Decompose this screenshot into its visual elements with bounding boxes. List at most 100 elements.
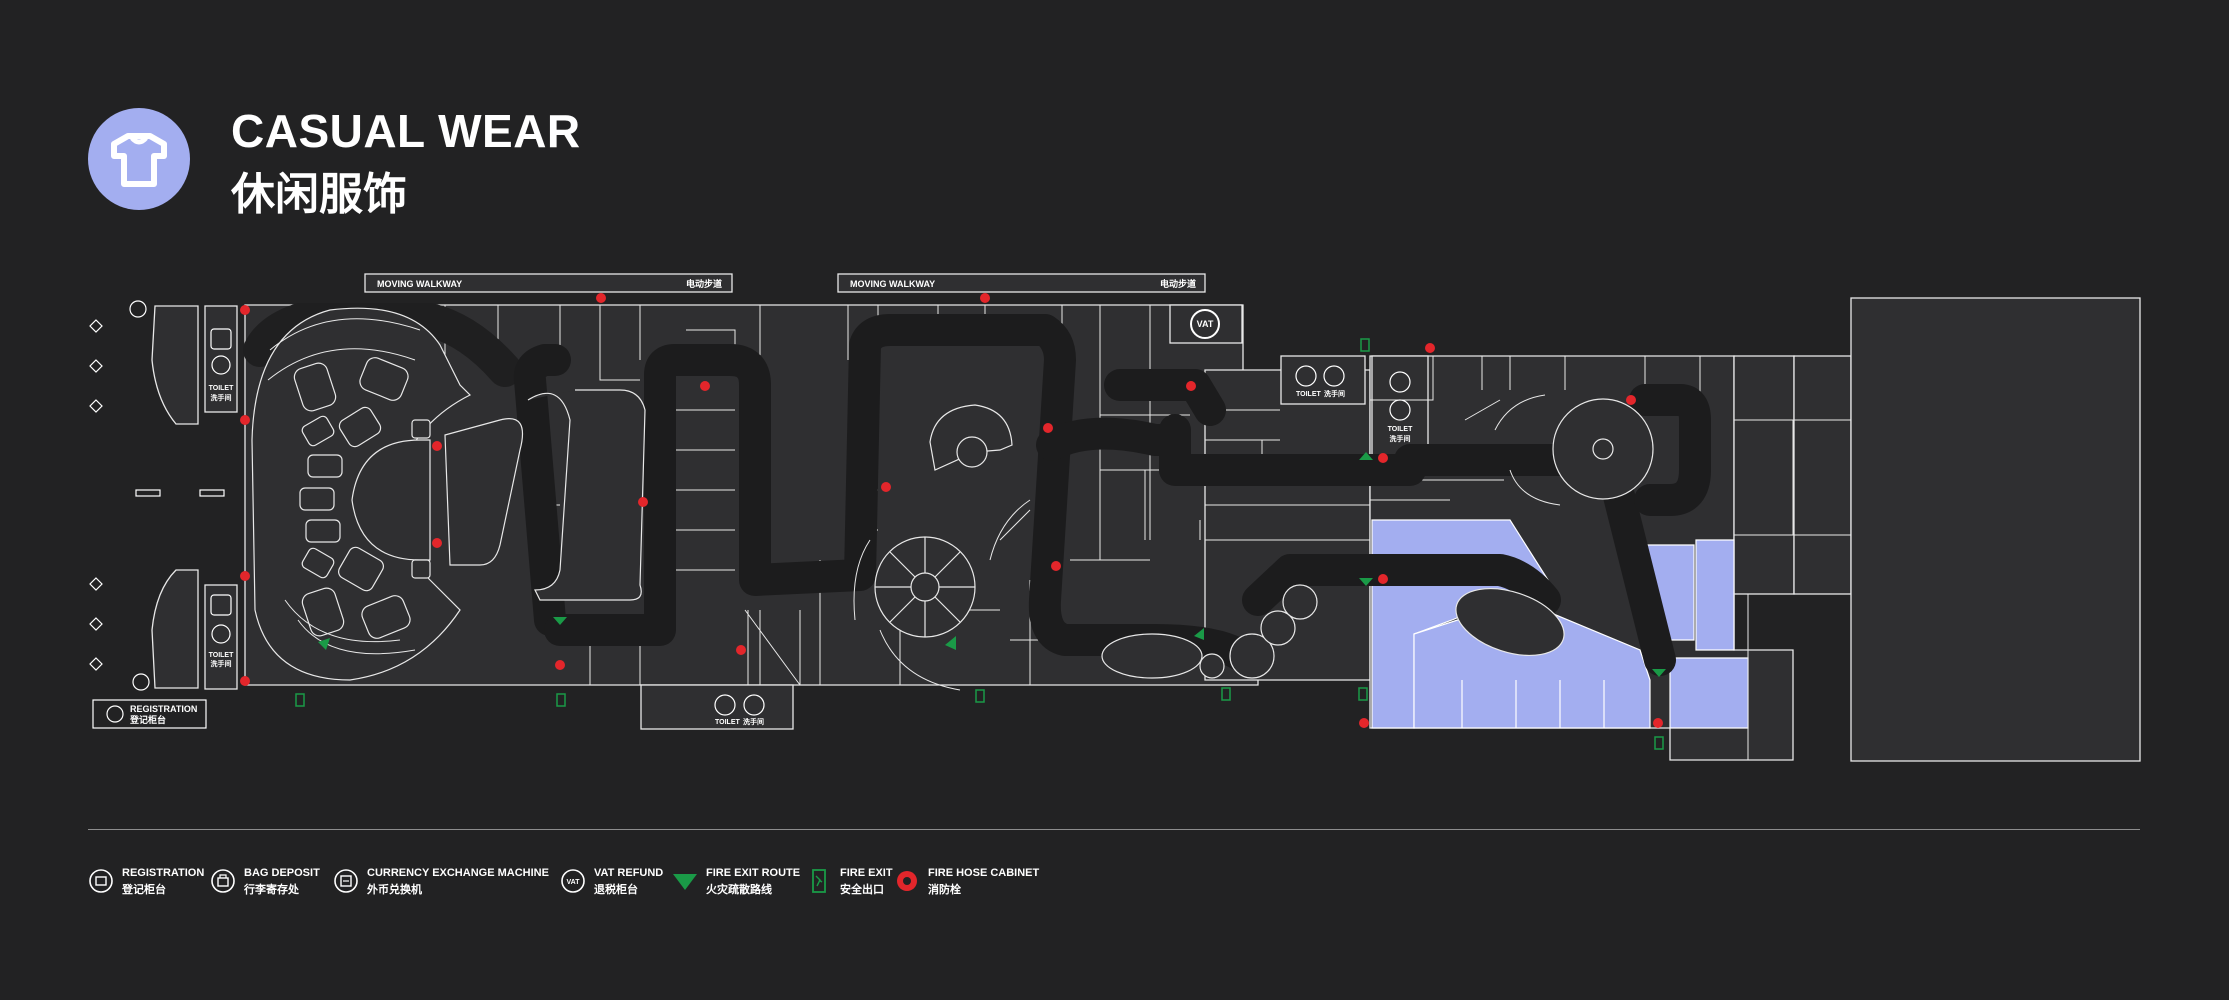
fire-hose-marker [1186, 381, 1196, 391]
fire-exit-route-arrow [1194, 628, 1204, 640]
fire-hose-marker [240, 305, 250, 315]
svg-text:VAT: VAT [567, 879, 581, 886]
fire-exit-marker [1358, 687, 1368, 701]
vat-refund-icon: VAT [561, 869, 585, 893]
walkway-2-label-en: MOVING WALKWAY [850, 279, 935, 289]
toilet-south: TOILET 洗手间 [714, 694, 765, 726]
east-strip-1 [1733, 355, 1795, 595]
walkway-bar-1 [364, 273, 733, 293]
entrance-bar [135, 489, 161, 497]
toilet-label-en: TOILET [1388, 426, 1413, 433]
legend-fire-hose-cabinet-en: FIRE HOSE CABINET [928, 867, 1040, 879]
toilet-label-en: TOILET [1296, 391, 1321, 398]
bag-deposit-icon [211, 869, 235, 893]
legend-currency-exchange-zh: 外币兑换机 [367, 883, 422, 896]
fire-exit-route-icon [673, 874, 697, 890]
registration-icon [106, 705, 124, 723]
fire-exit-route-arrow [1359, 578, 1373, 586]
west-block-bottom [151, 569, 199, 689]
fire-exit-route-arrow [318, 638, 330, 650]
registration-box-label-zh: 登记柜台 [129, 714, 166, 726]
east-oval-court [1455, 588, 1565, 656]
legend-fire-hose-cabinet-zh: 消防栓 [928, 883, 961, 896]
fire-hose-marker [555, 660, 565, 670]
fire-hose-marker [240, 676, 250, 686]
vat-box [1169, 304, 1243, 344]
toilet-west-bottom: TOILET 洗手间 [209, 594, 234, 668]
tshirt-icon [111, 133, 167, 187]
fire-hose-marker [432, 441, 442, 451]
walkway-1-label-zh: 电动步道 [686, 278, 722, 290]
fire-exit-marker [1221, 687, 1231, 701]
fire-hose-marker [638, 497, 648, 507]
anchor-store [1850, 297, 2141, 762]
fire-exit-icon [812, 869, 826, 893]
fire-hose-marker [1359, 718, 1369, 728]
fire-hose-marker [596, 293, 606, 303]
toilet-east: TOILET 洗手间 [1388, 371, 1413, 443]
entrance-bar [199, 489, 225, 497]
fire-hose-marker [1626, 395, 1636, 405]
west-pill-court [527, 389, 646, 601]
legend-registration-en: REGISTRATION [122, 867, 205, 879]
legend-divider [88, 829, 2140, 830]
fire-exit-route-arrow [553, 617, 567, 625]
fire-hose-marker [240, 571, 250, 581]
center-oval-court [1101, 633, 1203, 679]
fire-exit-route-arrow [1359, 452, 1373, 460]
fire-exit-marker [975, 689, 985, 703]
toilet-label-en: TOILET [209, 652, 234, 659]
legend-fire-exit-zh: 安全出口 [840, 883, 884, 896]
entrance-marker [89, 359, 103, 373]
toilet-label-en: TOILET [209, 385, 234, 392]
legend-vat-refund-en: VAT REFUND [594, 867, 664, 879]
entrance-marker [89, 577, 103, 591]
toilet-label-zh: 洗手间 [1390, 434, 1411, 443]
east-toilet-block [1371, 355, 1429, 457]
fire-hose-marker [1425, 343, 1435, 353]
bag-deposit-icon [129, 300, 147, 318]
toilet-label-en: TOILET [715, 719, 740, 726]
registration-desk: REGISTRATION 登记柜台 [92, 699, 207, 729]
entrance-marker [89, 657, 103, 671]
toilet-label-zh: 洗手间 [743, 717, 764, 726]
toilet-label-zh: 洗手间 [211, 659, 232, 668]
fire-hose-cabinet-icon [897, 871, 917, 891]
mid-toilet-block [1280, 355, 1366, 405]
legend-bag-deposit-en: BAG DEPOSIT [244, 867, 320, 879]
toilet-label-zh: 洗手间 [1324, 389, 1345, 398]
fire-hose-marker [1378, 453, 1388, 463]
fire-exit-route-arrow [945, 636, 956, 650]
vat-badge-text: VAT [1197, 319, 1214, 329]
category-badge [88, 108, 190, 210]
casual-wear-store-4 [1695, 539, 1735, 651]
west-block-top [151, 305, 199, 425]
currency-exchange-icon [334, 869, 358, 893]
west-toilet-top [204, 305, 238, 413]
fire-hose-marker [700, 381, 710, 391]
casual-wear-store-5 [1669, 657, 1749, 729]
south-toilet-block [640, 684, 794, 730]
category-header: CASUAL WEAR 休闲服饰 [88, 105, 788, 220]
fire-hose-marker [736, 645, 746, 655]
vat-refund-marker: VAT [1190, 309, 1220, 339]
fire-hose-marker [432, 538, 442, 548]
fire-hose-marker [1043, 423, 1053, 433]
legend-bag-deposit-zh: 行李寄存处 [244, 883, 299, 896]
fire-exit-marker [295, 693, 305, 707]
fire-hose-marker [1653, 718, 1663, 728]
fire-exit-marker [1360, 338, 1370, 352]
legend-vat-refund-zh: 退税柜台 [594, 883, 638, 896]
toilet-west-top: TOILET 洗手间 [209, 328, 234, 402]
category-title-en: CASUAL WEAR [231, 105, 581, 157]
legend-fire-exit-route-zh: 火灾疏散路线 [706, 883, 772, 896]
walkway-2-label-zh: 电动步道 [1160, 278, 1196, 290]
west-trapezoid-court [444, 418, 524, 566]
fire-exit-marker [1654, 736, 1664, 750]
west-toilet-bottom [204, 584, 238, 690]
fire-hose-marker [1051, 561, 1061, 571]
fire-hose-marker [881, 482, 891, 492]
entrance-marker [89, 399, 103, 413]
legend-registration-zh: 登记柜台 [122, 883, 166, 896]
